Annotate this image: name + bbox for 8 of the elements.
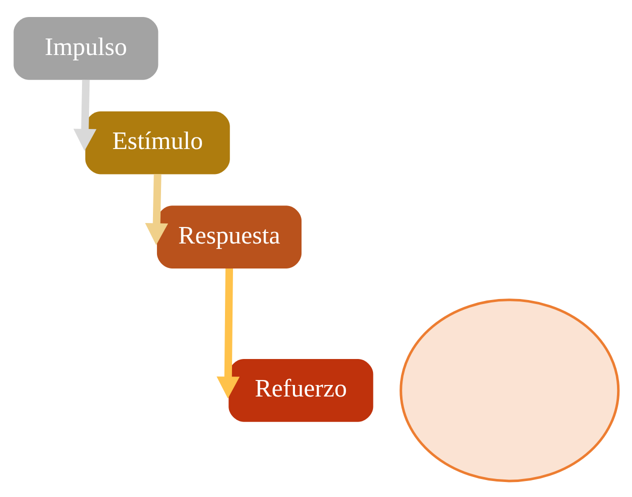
node-box: Refuerzo	[228, 358, 374, 422]
node-box: Impulso	[14, 16, 158, 80]
node-box: Respuesta	[156, 205, 302, 268]
arrow	[73, 79, 96, 150]
arrow	[145, 174, 168, 245]
arrow	[216, 268, 240, 398]
node-circle	[400, 298, 620, 482]
node-box: Estímulo	[85, 110, 230, 174]
